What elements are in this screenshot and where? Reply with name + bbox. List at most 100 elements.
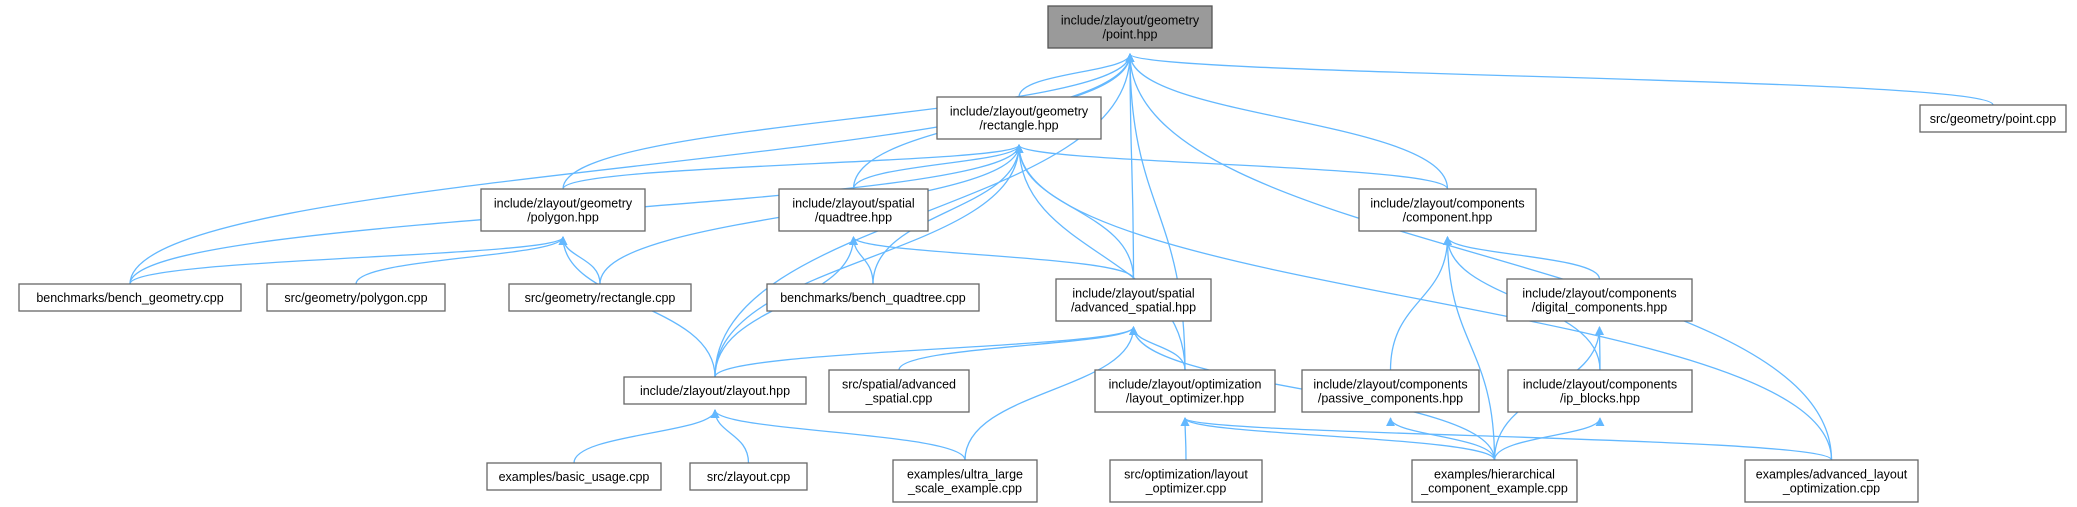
- edge-layout_optimizer_hpp-to-point_hpp: [1125, 53, 1186, 371]
- node-label-line: /point.hpp: [1103, 28, 1158, 42]
- node-polygon-hpp[interactable]: include/zlayout/geometry/polygon.hpp: [480, 188, 646, 232]
- node-box: [1919, 104, 2067, 133]
- edge-advanced_layout-to-layout_optimizer_hpp: [1180, 417, 1833, 461]
- node-label-line: /layout_optimizer.hpp: [1126, 392, 1244, 406]
- node-label-line: include/zlayout/geometry: [950, 105, 1089, 119]
- edge-component_hpp-to-point_hpp: [1125, 53, 1449, 190]
- node-zlayout-hpp[interactable]: include/zlayout/zlayout.hpp: [623, 376, 807, 405]
- edge-advanced_layout-to-rectangle_hpp: [1014, 144, 1833, 461]
- node-advanced-layout[interactable]: examples/advanced_layout_optimization.cp…: [1744, 459, 1919, 503]
- node-rectangle-cpp[interactable]: src/geometry/rectangle.cpp: [508, 283, 692, 312]
- edge-advanced_spatial_cpp-to-advanced_spatial_hpp: [898, 326, 1138, 371]
- node-point-hpp[interactable]: include/zlayout/geometry/point.hpp: [1047, 5, 1213, 49]
- node-ultra-large[interactable]: examples/ultra_large_scale_example.cpp: [892, 459, 1038, 503]
- edge-layout_optimizer_hpp-to-rectangle_hpp: [1014, 144, 1186, 371]
- node-hierarchical[interactable]: examples/hierarchical_component_example.…: [1411, 459, 1578, 503]
- node-advanced-spatial-cpp[interactable]: src/spatial/advanced_spatial.cpp: [828, 369, 970, 413]
- node-rectangle-hpp[interactable]: include/zlayout/geometry/rectangle.hpp: [936, 96, 1102, 140]
- edge-advanced_layout-to-point_hpp: [1125, 53, 1833, 461]
- node-polygon-cpp[interactable]: src/geometry/polygon.cpp: [266, 283, 446, 312]
- edge-hierarchical-to-layout_optimizer_hpp: [1180, 417, 1496, 461]
- node-label-line: include/zlayout/spatial: [1072, 287, 1194, 301]
- edge-ultra_large-to-zlayout_hpp: [710, 409, 966, 461]
- node-label-line: src/zlayout.cpp: [707, 470, 790, 484]
- node-box: [266, 283, 446, 312]
- node-label-line: _scale_example.cpp: [907, 482, 1022, 496]
- node-box: [1109, 459, 1263, 503]
- node-digital-components-hpp[interactable]: include/zlayout/components/digital_compo…: [1506, 278, 1693, 322]
- node-label-line: src/geometry/point.cpp: [1930, 112, 2056, 126]
- node-box: [828, 369, 970, 413]
- node-box: [766, 283, 980, 312]
- node-label-line: include/zlayout/components: [1370, 197, 1524, 211]
- edge-basic_usage-to-zlayout_hpp: [573, 409, 720, 464]
- edge-hierarchical-to-component_hpp: [1443, 236, 1496, 461]
- node-bench-geometry[interactable]: benchmarks/bench_geometry.cpp: [18, 283, 242, 312]
- node-box: [508, 283, 692, 312]
- node-passive-components-hpp[interactable]: include/zlayout/components/passive_compo…: [1301, 369, 1480, 413]
- edge-polygon_hpp-to-rectangle_hpp: [562, 144, 1024, 190]
- edge-hierarchical-to-ip_blocks_hpp: [1493, 417, 1605, 461]
- node-box: [1047, 5, 1213, 49]
- node-box: [892, 459, 1038, 503]
- node-label-line: benchmarks/bench_quadtree.cpp: [780, 291, 966, 305]
- node-ip-blocks-hpp[interactable]: include/zlayout/components/ip_blocks.hpp: [1507, 369, 1693, 413]
- edge-advanced_spatial_hpp-to-quadtree_hpp: [849, 236, 1135, 280]
- node-label-line: src/optimization/layout: [1124, 468, 1248, 482]
- node-quadtree-hpp[interactable]: include/zlayout/spatial/quadtree.hpp: [778, 188, 929, 232]
- edge-passive_components_hpp-to-component_hpp: [1389, 236, 1452, 371]
- node-advanced-spatial-hpp[interactable]: include/zlayout/spatial/advanced_spatial…: [1055, 278, 1212, 322]
- node-label-line: /advanced_spatial.hpp: [1071, 301, 1196, 315]
- node-label-line: src/geometry/polygon.cpp: [284, 291, 427, 305]
- edge-bench_geometry-to-polygon_hpp: [129, 236, 568, 285]
- edge-layout_optimizer_hpp-to-advanced_spatial_hpp: [1129, 326, 1186, 371]
- edge-hierarchical-to-passive_components_hpp: [1386, 417, 1496, 461]
- node-label-line: examples/ultra_large: [907, 468, 1023, 482]
- edge-component_hpp-to-rectangle_hpp: [1014, 144, 1449, 190]
- node-label-line: src/geometry/rectangle.cpp: [525, 291, 676, 305]
- node-box: [623, 376, 807, 405]
- edge-digital_components_hpp-to-component_hpp: [1443, 236, 1601, 280]
- node-label-line: /component.hpp: [1403, 211, 1493, 225]
- node-box: [1506, 278, 1693, 322]
- node-label-line: _spatial.cpp: [865, 392, 933, 406]
- node-box: [1411, 459, 1578, 503]
- edge-quadtree_hpp-to-rectangle_hpp: [852, 144, 1024, 190]
- node-box: [1507, 369, 1693, 413]
- node-label-line: include/zlayout/components: [1523, 378, 1677, 392]
- node-label-line: examples/basic_usage.cpp: [499, 470, 650, 484]
- node-box: [18, 283, 242, 312]
- node-layout-optimizer-cpp[interactable]: src/optimization/layout_optimizer.cpp: [1109, 459, 1263, 503]
- node-label-line: examples/hierarchical: [1434, 468, 1555, 482]
- nodes-layer: include/zlayout/geometry/point.hppinclud…: [18, 5, 2067, 503]
- node-zlayout-cpp[interactable]: src/zlayout.cpp: [689, 462, 808, 491]
- node-label-line: _component_example.cpp: [1420, 482, 1568, 496]
- node-bench-quadtree[interactable]: benchmarks/bench_quadtree.cpp: [766, 283, 980, 312]
- node-box: [1744, 459, 1919, 503]
- edge-polygon_cpp-to-polygon_hpp: [355, 236, 568, 285]
- node-label-line: /digital_components.hpp: [1532, 301, 1668, 315]
- node-label-line: /quadtree.hpp: [815, 211, 892, 225]
- edge-zlayout_hpp-to-advanced_spatial_hpp: [714, 326, 1138, 378]
- node-label-line: include/zlayout/geometry: [1061, 14, 1200, 28]
- edge-rectangle_hpp-to-point_hpp: [1018, 53, 1135, 98]
- edge-polygon_hpp-to-point_hpp: [562, 53, 1135, 190]
- node-layout-optimizer-hpp[interactable]: include/zlayout/optimization/layout_opti…: [1094, 369, 1276, 413]
- node-label-line: /ip_blocks.hpp: [1560, 392, 1640, 406]
- node-component-hpp[interactable]: include/zlayout/components/component.hpp: [1358, 188, 1537, 232]
- node-label-line: benchmarks/bench_geometry.cpp: [36, 291, 223, 305]
- node-label-line: include/zlayout/spatial: [792, 197, 914, 211]
- node-box: [936, 96, 1102, 140]
- node-label-line: src/spatial/advanced: [842, 378, 956, 392]
- node-label-line: _optimization.cpp: [1782, 482, 1880, 496]
- node-label-line: include/zlayout/geometry: [494, 197, 633, 211]
- node-box: [480, 188, 646, 232]
- node-label-line: include/zlayout/optimization: [1109, 378, 1262, 392]
- edge-zlayout_cpp-to-zlayout_hpp: [710, 409, 750, 464]
- node-box: [1055, 278, 1212, 322]
- node-label-line: /rectangle.hpp: [979, 119, 1058, 133]
- node-box: [486, 462, 662, 491]
- node-point-cpp[interactable]: src/geometry/point.cpp: [1919, 104, 2067, 133]
- node-box: [1301, 369, 1480, 413]
- node-basic-usage[interactable]: examples/basic_usage.cpp: [486, 462, 662, 491]
